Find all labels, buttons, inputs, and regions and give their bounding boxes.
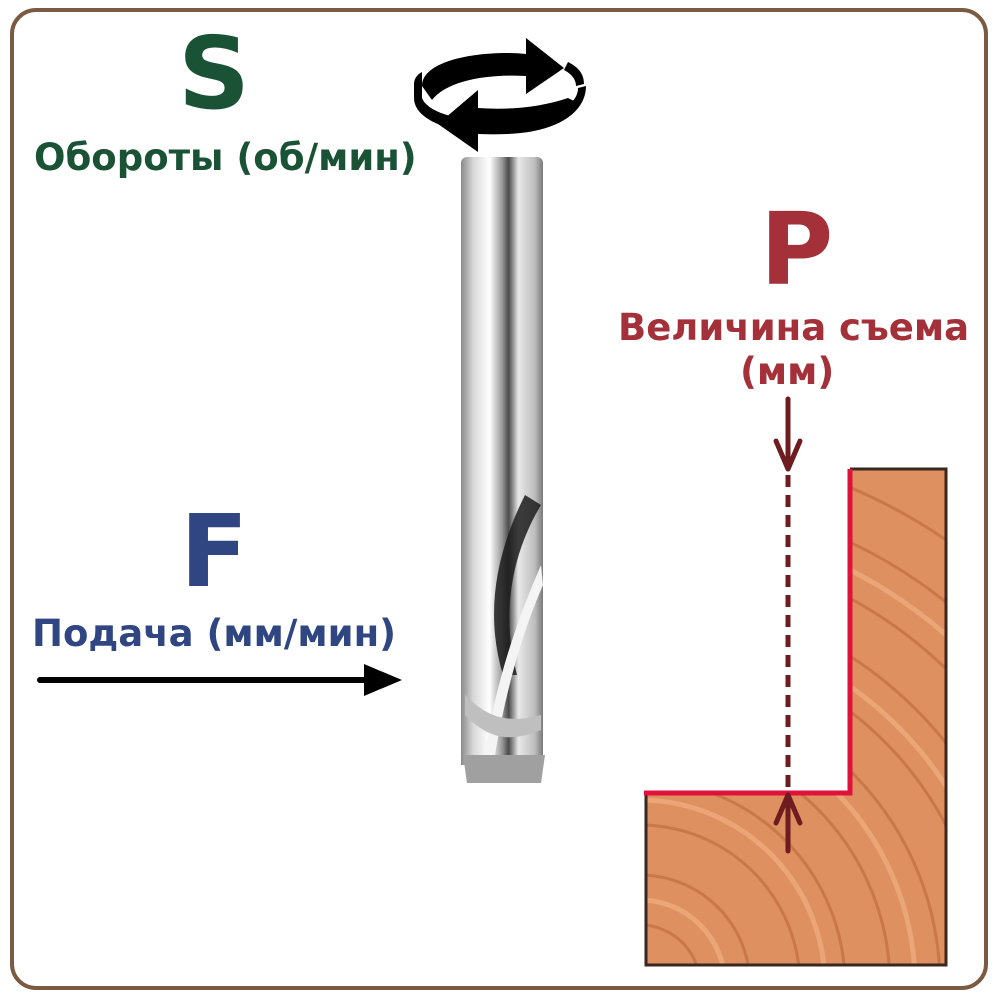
spindle-speed-symbol: S (178, 15, 251, 132)
feed-rate-symbol: F (180, 493, 249, 610)
wood-workpiece (644, 467, 948, 967)
depth-of-cut-label-line1: Величина съема (618, 306, 970, 349)
depth-of-cut-label-line2: (мм) (740, 350, 835, 393)
arrow-right-icon (37, 664, 402, 696)
dimension-arrows-icon (773, 396, 803, 854)
end-mill-cutter (461, 157, 545, 783)
feed-rate-label: Подача (мм/мин) (32, 612, 397, 655)
spindle-speed-label: Обороты (об/мин) (34, 136, 417, 179)
rotation-arrows-icon (414, 38, 586, 152)
depth-of-cut-symbol: P (760, 191, 834, 308)
